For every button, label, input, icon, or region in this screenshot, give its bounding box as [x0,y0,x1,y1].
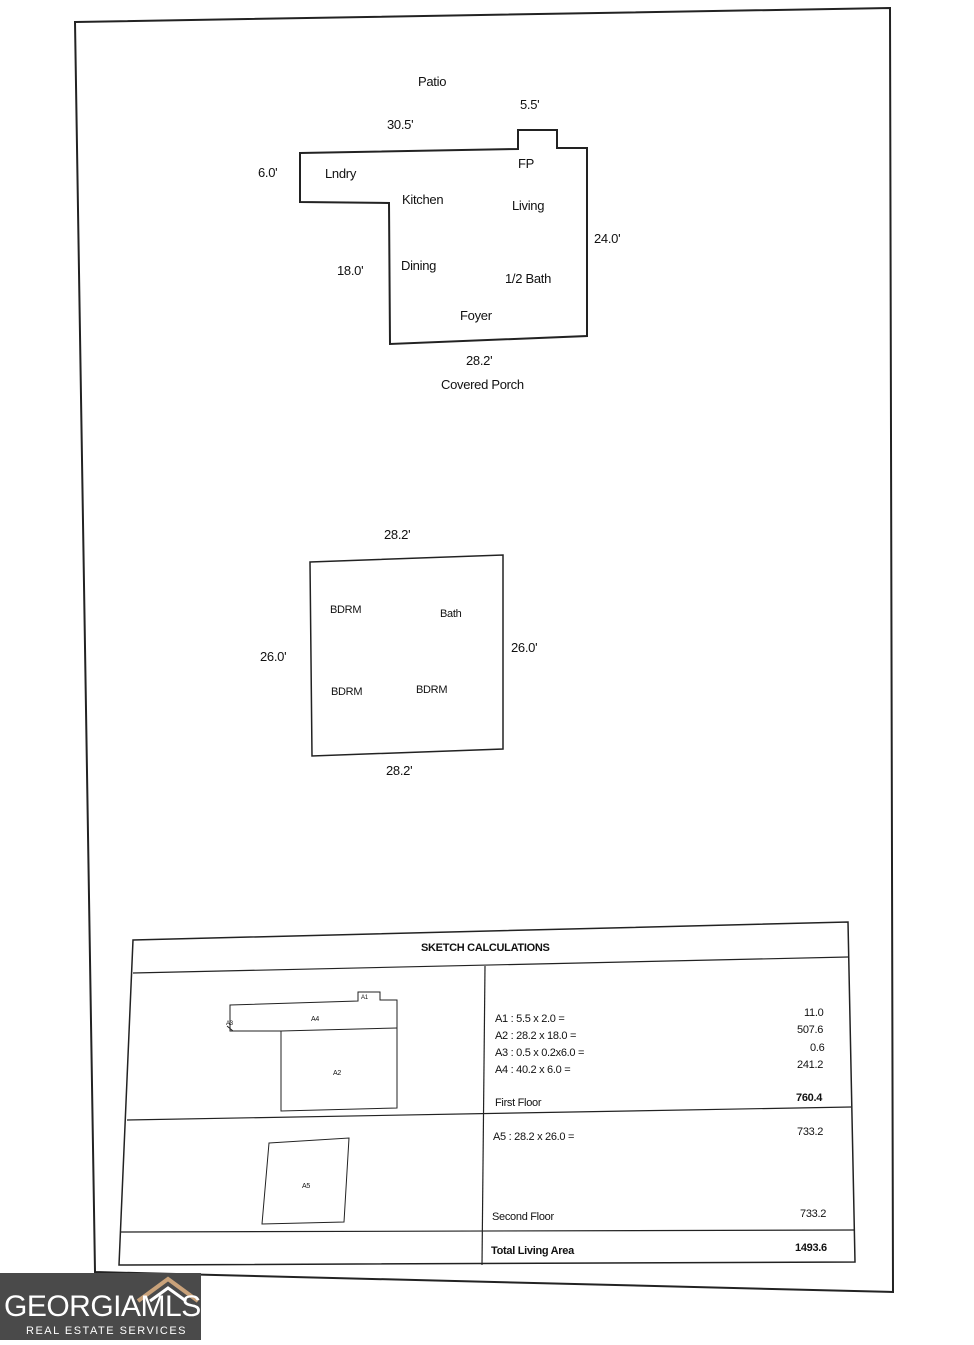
dim-bottom-first-floor: 28.2' [466,353,493,368]
georgia-mls-logo: GEORGIAMLS REAL ESTATE SERVICES [0,1273,201,1340]
total-living-area-label: Total Living Area [491,1245,574,1257]
room-dining: Dining [401,258,437,273]
room-kitchen: Kitchen [402,192,444,207]
first-floor-subtotal-value: 760.4 [796,1092,823,1104]
thumb-label-a2: A2 [333,1070,341,1077]
thumb-label-a1: A1 [361,995,368,1001]
dim-right-first-floor: 24.0' [594,231,621,246]
calc-row-a2: A2 : 28.2 x 18.0 = [495,1030,577,1042]
room-bedroom-3: BDRM [416,684,448,696]
thumb-label-a5: A5 [302,1183,310,1190]
logo-brand: GEORGIAMLS [4,1290,201,1323]
second-floor-outline [309,554,504,757]
logo-tagline: REAL ESTATE SERVICES [26,1325,188,1337]
calc-row-a1: A1 : 5.5 x 2.0 = [495,1013,565,1025]
room-bath: Bath [440,608,462,620]
second-floor-subtotal-value: 733.2 [800,1208,827,1220]
dim-left-second-floor: 26.0' [260,649,287,664]
calc-value-a4: 241.2 [797,1059,824,1071]
first-floor-thumbnail [226,991,398,1112]
dim-inner-left: 18.0' [337,263,364,278]
calculations-table [118,921,856,1266]
room-half-bath: 1/2 Bath [505,271,552,286]
calculations-title: SKETCH CALCULATIONS [421,942,550,954]
thumb-label-a4: A4 [311,1016,319,1023]
patio-label: Patio [418,74,447,89]
dim-top-second-floor: 28.2' [384,527,411,542]
covered-porch-label: Covered Porch [441,377,524,392]
calc-value-a2: 507.6 [797,1024,824,1036]
dim-fireplace: 5.5' [520,97,540,112]
calc-row-a3: A3 : 0.5 x 0.2x6.0 = [495,1047,585,1059]
calc-row-a5: A5 : 28.2 x 26.0 = [493,1131,575,1143]
calc-value-a1: 11.0 [804,1007,824,1019]
first-floor-outline [299,129,588,346]
calc-value-a5: 733.2 [797,1126,824,1138]
second-floor-thumbnail [261,1137,350,1225]
dim-top-first-floor: 30.5' [387,117,414,132]
dim-right-second-floor: 26.0' [511,640,538,655]
room-laundry: Lndry [325,166,357,181]
room-living: Living [512,198,545,213]
room-bedroom-2: BDRM [331,686,363,698]
second-floor-subtotal-label: Second Floor [492,1211,554,1223]
thumb-label-a3: A3 [226,1021,233,1027]
total-living-area-value: 1493.6 [795,1242,827,1254]
dim-bottom-second-floor: 28.2' [386,763,413,778]
dim-left-first-floor: 6.0' [258,165,278,180]
page-border [73,6,895,1294]
room-foyer: Foyer [460,308,492,323]
house-roof-icon [136,1276,200,1303]
calc-value-a3: 0.6 [810,1042,825,1054]
calc-row-a4: A4 : 40.2 x 6.0 = [495,1064,571,1076]
room-fireplace: FP [518,156,535,171]
first-floor-subtotal-label: First Floor [495,1097,542,1109]
room-bedroom-1: BDRM [330,604,362,616]
